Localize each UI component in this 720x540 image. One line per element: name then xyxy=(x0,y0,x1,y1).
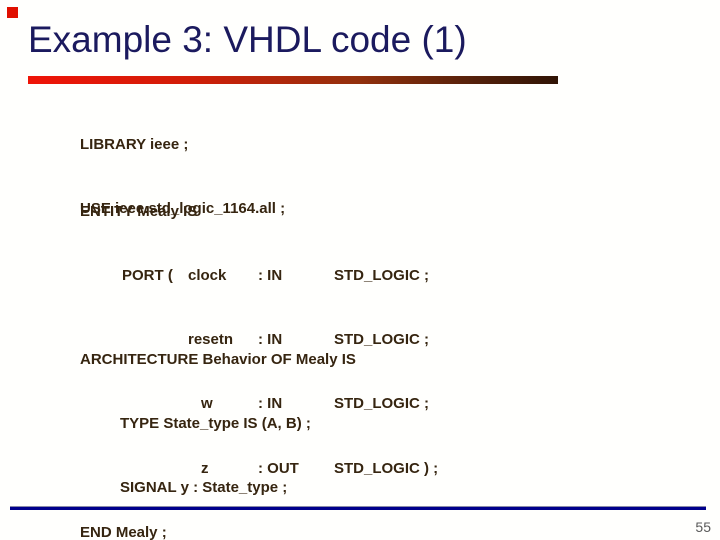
slide-title: Example 3: VHDL code (1) xyxy=(28,19,467,60)
port-name: clock xyxy=(188,267,227,285)
port-type: STD_LOGIC ) ; xyxy=(334,459,439,477)
port-direction: : IN xyxy=(258,267,283,285)
code-block-library: LIBRARY ieee ; USE ieee.std_logic_1164.a… xyxy=(80,91,285,262)
code-line: USE ieee.std_logic_1164.all ; xyxy=(80,200,286,218)
code-line: END Mealy ; xyxy=(80,523,167,540)
port-name: z xyxy=(201,459,209,477)
port-name: w xyxy=(201,395,213,413)
port-direction: : IN xyxy=(258,395,283,413)
port-type: STD_LOGIC ; xyxy=(334,395,430,413)
code-block-architecture: ARCHITECTURE Behavior OF Mealy IS TYPE S… xyxy=(80,306,377,540)
port-name: resetn xyxy=(188,331,234,349)
page-number: 55 xyxy=(695,519,711,535)
code-line: ENTITY Mealy IS xyxy=(80,202,198,220)
port-direction: : OUT xyxy=(258,459,299,477)
port-keyword: PORT ( xyxy=(122,267,173,285)
corner-accent-square xyxy=(7,7,18,18)
port-declaration-row: w : IN STD_LOGIC ; xyxy=(80,393,438,414)
code-block-entity: ENTITY Mealy IS PORT ( clock : IN STD_LO… xyxy=(80,158,438,540)
footer-divider-line xyxy=(10,506,706,510)
title-underline-bar xyxy=(28,76,558,84)
code-line: SIGNAL y : State_type ; xyxy=(120,479,288,497)
code-line: TYPE State_type IS (A, B) ; xyxy=(120,415,311,433)
port-type: STD_LOGIC ; xyxy=(334,267,430,285)
port-declaration-row: z : OUT STD_LOGIC ) ; xyxy=(80,458,438,479)
code-line: ARCHITECTURE Behavior OF Mealy IS xyxy=(80,350,356,368)
port-type: STD_LOGIC ; xyxy=(334,331,430,349)
port-declaration-row: PORT ( clock : IN STD_LOGIC ; xyxy=(80,265,438,286)
port-direction: : IN xyxy=(258,331,283,349)
code-line: LIBRARY ieee ; xyxy=(80,135,189,153)
port-declaration-row: resetn : IN STD_LOGIC ; xyxy=(80,329,438,350)
